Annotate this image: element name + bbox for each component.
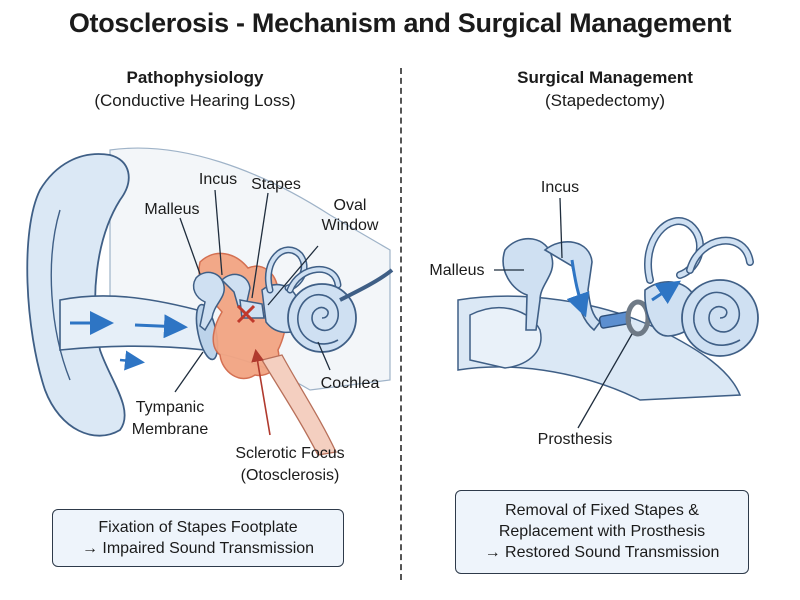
label-membrane: Membrane: [131, 421, 209, 438]
label-stapes: Stapes: [251, 176, 301, 193]
label-oval: Oval: [333, 197, 367, 214]
left-leader-lines: [174, 189, 331, 393]
right-caption-box: Removal of Fixed Stapes & Replacement wi…: [455, 490, 749, 574]
right-ear-drawing: [457, 197, 759, 429]
leader-incus: [214, 189, 223, 276]
right-leader-lines: [494, 197, 633, 429]
label-tympanic: Tympanic: [135, 399, 205, 416]
label-incus: Incus: [198, 171, 238, 188]
right-heading-title: Surgical Management: [517, 68, 693, 87]
left-caption-box: Fixation of Stapes Footplate → Impaired …: [52, 509, 344, 567]
diagram-title: Otosclerosis - Mechanism and Surgical Ma…: [68, 8, 732, 38]
pinna: [26, 153, 130, 437]
left-heading-subtitle: (Conductive Hearing Loss): [94, 91, 296, 110]
pinna-inner-fold: [50, 209, 71, 381]
right-cochlea-spiral: [693, 291, 741, 346]
leader-oval-window: [267, 245, 319, 306]
label-window: Window: [321, 217, 379, 234]
leader-prosthesis: [577, 333, 633, 429]
left-caption-line-1: Fixation of Stapes Footplate: [98, 519, 298, 536]
leader-stapes: [251, 192, 269, 299]
left-heading-title: Pathophysiology: [126, 68, 264, 87]
eustachian-tube: [260, 354, 337, 456]
right-caption-line-3: → Restored Sound Transmission: [484, 544, 720, 561]
right-panel-heading: Surgical Management (Stapedectomy): [450, 66, 760, 112]
left-caption-line-2: → Impaired Sound Transmission: [81, 540, 315, 557]
left-ear-drawing: [26, 147, 394, 456]
right-sound-arrow: [651, 280, 681, 304]
label-right-incus: Incus: [540, 179, 580, 196]
label-malleus: Malleus: [144, 201, 200, 218]
cochlea-spiral: [297, 293, 339, 345]
right-semicircular-canal-2-fill: [687, 238, 753, 273]
label-right-malleus: Malleus: [429, 262, 485, 279]
right-malleus-bone: [502, 237, 554, 331]
right-ossicle-arrow: [566, 259, 590, 318]
label-sclerotic-focus: Sclerotic Focus: [235, 445, 345, 462]
leader-tympanic: [174, 351, 204, 393]
right-caption-line-2: Replacement with Prosthesis: [498, 523, 706, 540]
sound-arrow-2: [134, 314, 188, 339]
auditory-nerve: [339, 268, 394, 302]
right-tympanic-membrane: [469, 307, 542, 369]
leader-right-incus: [559, 197, 563, 259]
panel-divider: [400, 68, 402, 580]
label-cochlea: Cochlea: [320, 375, 380, 392]
leader-sclerotic: [251, 348, 271, 436]
right-caption-line-1: Removal of Fixed Stapes &: [505, 502, 699, 519]
left-panel-heading: Pathophysiology (Conductive Hearing Loss…: [40, 66, 350, 112]
leader-malleus: [179, 217, 201, 275]
malleus-bone: [192, 271, 225, 332]
label-otosclerosis: (Otosclerosis): [240, 467, 340, 484]
label-prosthesis: Prosthesis: [537, 431, 613, 448]
leader-cochlea: [317, 341, 331, 371]
semicircular-canal-2-fill: [288, 267, 340, 292]
right-heading-subtitle: (Stapedectomy): [545, 91, 665, 110]
sound-arrow-3: [119, 350, 145, 371]
fixation-cross-icon: [236, 304, 256, 324]
